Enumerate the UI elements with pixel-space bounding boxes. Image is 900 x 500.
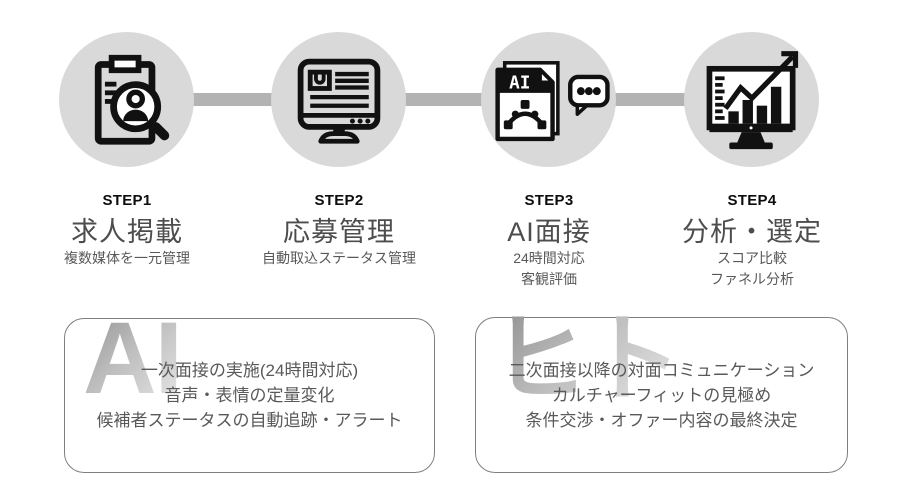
step4-subtitles: スコア比較 ファネル分析 — [622, 248, 882, 290]
human-responsibilities-box: ヒト 二次面接以降の対面コミュニケーション カルチャーフィットの見極め 条件交渉… — [475, 312, 848, 473]
ai-box-line: 候補者ステータスの自動追跡・アラート — [96, 411, 403, 430]
step4-title: 分析・選定 — [682, 217, 822, 247]
ai-file-label: AI — [509, 73, 530, 93]
step-column-1: STEP1 求人掲載 複数媒体を一元管理 — [17, 0, 237, 300]
step4-circle — [684, 32, 819, 167]
step2-label: STEP2 — [314, 192, 364, 209]
ai-box-line: 音声・表情の定量変化 — [164, 386, 335, 405]
step-column-4: STEP4 分析・選定 スコア比較 ファネル分析 — [642, 0, 862, 300]
step4-label: STEP4 — [727, 192, 777, 209]
step3-subtitles: 24時間対応 客観評価 — [419, 248, 679, 290]
step2-title: 応募管理 — [283, 217, 395, 247]
connector-step2-step3 — [397, 93, 490, 106]
connector-step3-step4 — [607, 93, 692, 106]
step3-title: AI面接 — [507, 217, 591, 247]
analytics-chart-monitor-icon — [706, 50, 798, 149]
step1-subtitles: 複数媒体を一元管理 — [0, 248, 257, 269]
step1-title: 求人掲載 — [71, 217, 183, 247]
step-column-2: STEP2 応募管理 自動取込ステータス管理 — [229, 0, 449, 300]
human-box-line: 二次面接以降の対面コミュニケーション — [508, 360, 815, 380]
step4-sub-line: ファネル分析 — [710, 271, 794, 287]
step-column-3: AI STEP3 AI面接 24時間対応 客観評価 — [439, 0, 659, 300]
step1-circle — [59, 32, 194, 167]
step2-sub-line: 自動取込ステータス管理 — [262, 250, 416, 266]
clipboard-candidate-search-icon — [94, 54, 169, 145]
step2-circle — [271, 32, 406, 167]
step1-label: STEP1 — [102, 192, 152, 209]
human-box-lines: 二次面接以降の対面コミュニケーション カルチャーフィットの見極め 条件交渉・オフ… — [476, 318, 847, 472]
ai-box-line: 一次面接の実施(24時間対応) — [140, 361, 359, 380]
ai-responsibilities-box: AI 一次面接の実施(24時間対応) 音声・表情の定量変化 候補者ステータスの自… — [64, 307, 435, 473]
ai-box-lines: 一次面接の実施(24時間対応) 音声・表情の定量変化 候補者ステータスの自動追跡… — [65, 319, 434, 472]
step1-sub-line: 複数媒体を一元管理 — [64, 250, 190, 266]
connector-step1-step2 — [185, 93, 280, 106]
step3-sub-line: 客観評価 — [521, 271, 577, 287]
step3-sub-line: 24時間対応 — [513, 250, 585, 266]
human-box-line: カルチャーフィットの見極め — [551, 385, 772, 405]
monitor-application-list-icon — [297, 58, 380, 144]
step3-circle: AI — [481, 32, 616, 167]
step3-label: STEP3 — [524, 192, 574, 209]
ai-file-chat-icon: AI — [494, 60, 610, 141]
step4-sub-line: スコア比較 — [717, 250, 787, 266]
human-box-line: 条件交渉・オファー内容の最終決定 — [525, 410, 798, 430]
step2-subtitles: 自動取込ステータス管理 — [209, 248, 469, 269]
